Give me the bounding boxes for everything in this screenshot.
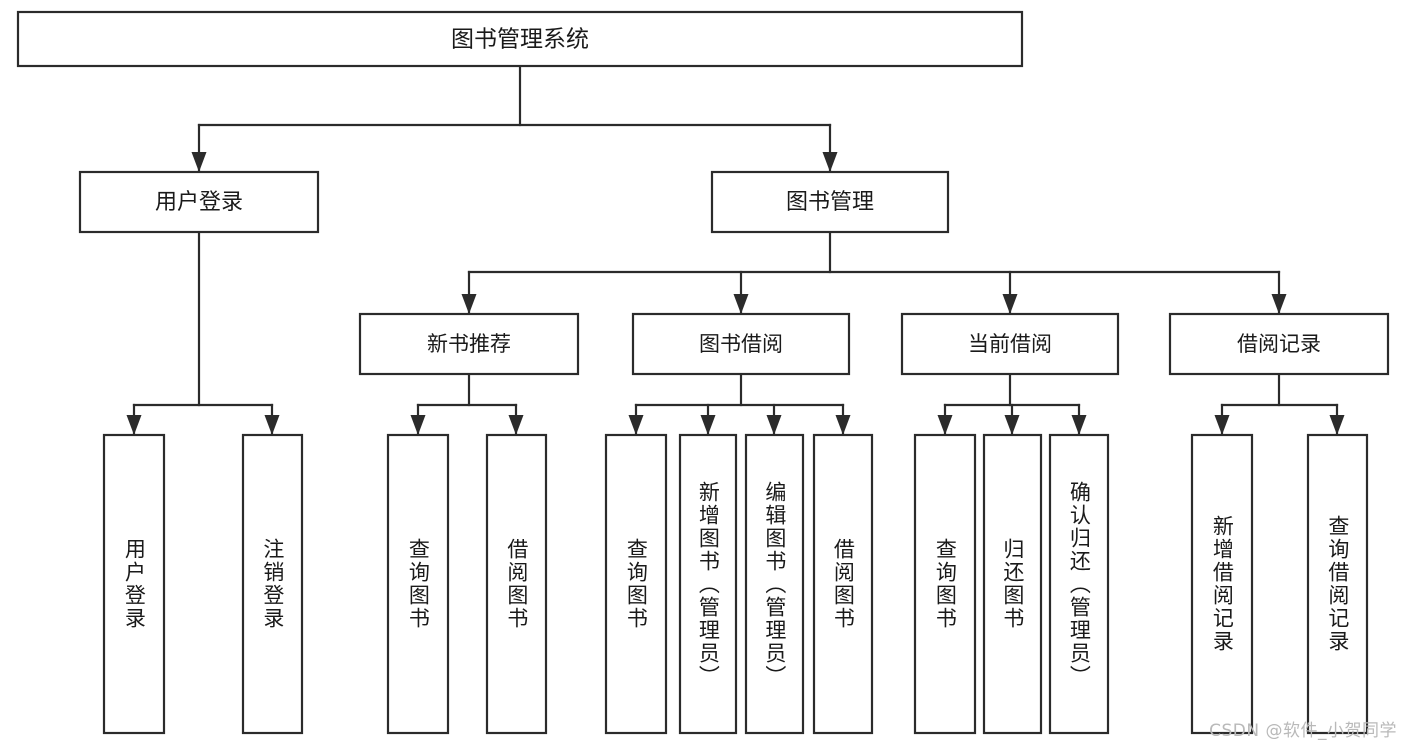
node-box-leaf-confirm-return xyxy=(1048,433,1110,735)
node-box-leaf-edit-book-admin xyxy=(744,433,805,735)
node-box-leaf-borrow-book-2 xyxy=(812,433,874,735)
node-box-book-management xyxy=(710,170,950,234)
node-box-leaf-query-book-1 xyxy=(386,433,450,735)
node-box-leaf-user-login xyxy=(102,433,166,735)
arrow-down-icon-leaf-logout-login xyxy=(264,415,280,435)
arrow-down-icon-leaf-confirm-return xyxy=(1071,415,1087,435)
watermark-text: CSDN @软件_小贺同学 xyxy=(1209,721,1397,741)
node-label-new-book-recommend: 新书推荐 xyxy=(427,332,511,356)
node-box-leaf-add-borrow-record xyxy=(1190,433,1254,735)
node-box-leaf-logout-login xyxy=(241,433,304,735)
arrow-down-icon-new-book-recommend xyxy=(461,294,477,314)
node-label-book-borrow: 图书借阅 xyxy=(699,332,783,356)
arrow-down-icon-leaf-query-borrow-record xyxy=(1329,415,1345,435)
arrow-down-icon-leaf-return-book xyxy=(1004,415,1020,435)
connector-layer xyxy=(126,64,1345,436)
node-box-book-borrow xyxy=(631,312,851,376)
arrow-down-icon-leaf-query-book-2 xyxy=(628,415,644,435)
arrow-down-icon-user-login xyxy=(191,152,207,172)
arrow-down-icon-leaf-add-borrow-record xyxy=(1214,415,1230,435)
node-box-new-book-recommend xyxy=(358,312,580,376)
node-box-leaf-query-borrow-record xyxy=(1306,433,1369,735)
arrow-down-icon-leaf-user-login xyxy=(126,415,142,435)
node-box-root xyxy=(16,10,1024,68)
arrow-down-icon-leaf-query-book-3 xyxy=(937,415,953,435)
node-box-leaf-query-book-2 xyxy=(604,433,668,735)
node-label-current-borrow: 当前借阅 xyxy=(968,332,1052,356)
arrow-down-icon-leaf-add-book-admin xyxy=(700,415,716,435)
arrow-down-icon-leaf-query-book-1 xyxy=(410,415,426,435)
node-label-root: 图书管理系统 xyxy=(451,27,589,53)
node-label-user-login: 用户登录 xyxy=(155,190,243,215)
arrow-down-icon-leaf-edit-book-admin xyxy=(766,415,782,435)
node-box-leaf-query-book-3 xyxy=(913,433,977,735)
arrow-down-icon-book-management xyxy=(822,152,838,172)
node-box-user-login xyxy=(78,170,320,234)
node-box-leaf-return-book xyxy=(982,433,1043,735)
node-box-current-borrow xyxy=(900,312,1120,376)
node-box-leaf-add-book-admin xyxy=(678,433,738,735)
arrow-down-icon-leaf-borrow-book-1 xyxy=(508,415,524,435)
node-box-leaf-borrow-book-1 xyxy=(485,433,548,735)
node-label-book-management: 图书管理 xyxy=(786,190,874,215)
node-box-layer xyxy=(16,10,1390,735)
node-box-borrow-record xyxy=(1168,312,1390,376)
arrow-down-icon-borrow-record xyxy=(1271,294,1287,314)
node-label-borrow-record: 借阅记录 xyxy=(1237,332,1321,356)
arrow-down-icon-current-borrow xyxy=(1002,294,1018,314)
arrow-down-icon-book-borrow xyxy=(733,294,749,314)
arrow-down-icon-leaf-borrow-book-2 xyxy=(835,415,851,435)
